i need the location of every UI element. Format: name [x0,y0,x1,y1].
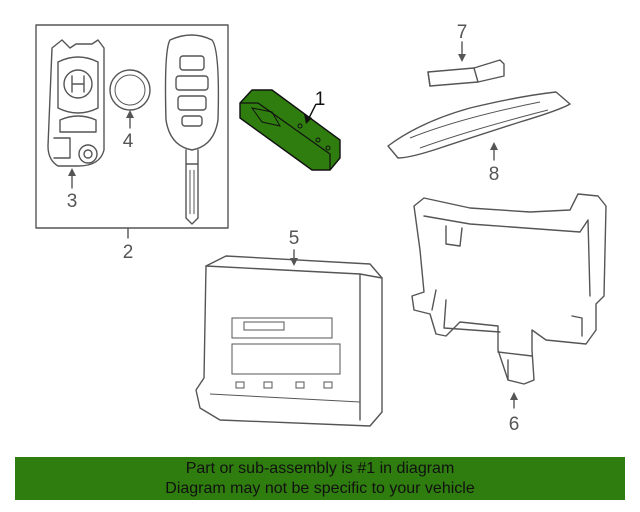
banner-line-2: Diagram may not be specific to your vehi… [165,480,475,497]
part-6-bracket[interactable] [411,193,607,385]
part-8-trim-strip[interactable] [387,91,571,159]
callout-8: 8 [489,142,500,185]
callout-4: 4 [123,110,134,152]
callout-6: 6 [509,392,520,435]
key-housing-open[interactable] [47,39,105,167]
part-7-connector[interactable] [427,41,505,87]
svg-text:7: 7 [457,22,468,43]
svg-text:4: 4 [123,131,134,152]
callout-2: 2 [123,242,134,263]
svg-text:2: 2 [123,242,134,263]
svg-text:6: 6 [509,414,520,435]
coin-battery[interactable] [109,69,151,111]
part-1-module[interactable] [239,89,341,171]
parts-diagram: 3 4 2 1 7 8 [35,22,607,435]
svg-text:1: 1 [315,89,326,110]
callout-1: 1 [304,89,325,124]
banner-line-1: Part or sub-assembly is #1 in diagram [185,460,455,477]
callout-3: 3 [67,168,78,212]
svg-text:8: 8 [489,164,500,185]
svg-text:5: 5 [289,228,300,249]
callout-7: 7 [457,22,468,43]
callout-5: 5 [289,228,300,266]
key-assembly-group [35,24,229,239]
key-fob[interactable] [164,34,220,225]
info-banner: Part or sub-assembly is #1 in diagram Di… [15,457,625,500]
svg-text:3: 3 [67,191,78,212]
part-5-control-module[interactable] [195,255,383,427]
